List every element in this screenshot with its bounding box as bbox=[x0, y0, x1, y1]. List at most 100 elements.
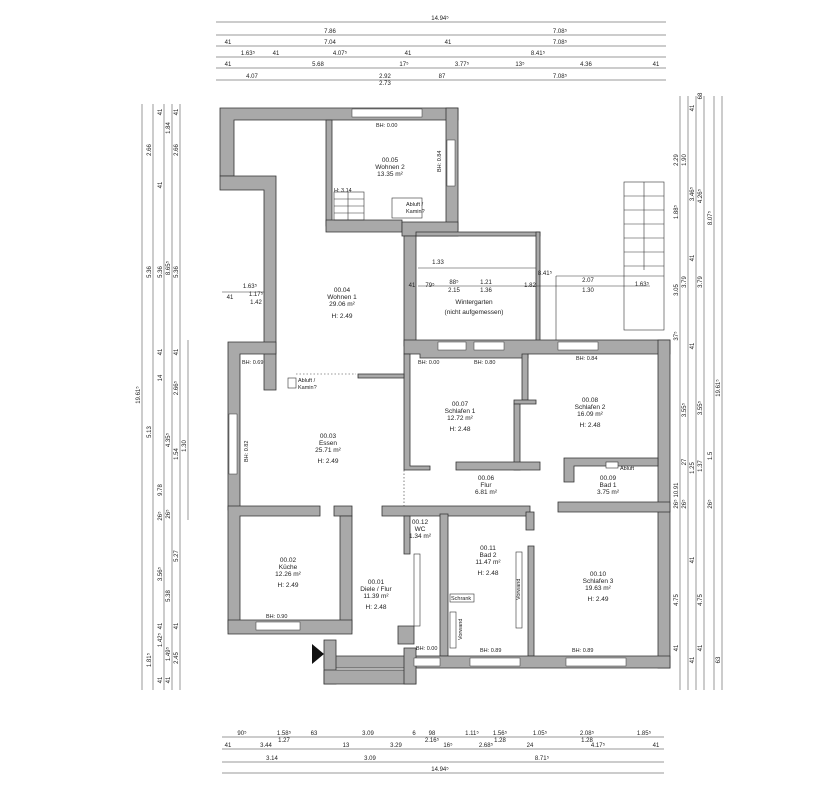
dimension-label: 1.11⁵ bbox=[465, 730, 479, 737]
room-label-01: 00.01 Diele / Flur 11.39 m² H: 2.48 bbox=[360, 579, 392, 611]
svg-text:BH: 0.00: BH: 0.00 bbox=[418, 360, 439, 366]
dimension-label: 1.30 bbox=[182, 440, 188, 452]
dimension-label: 2.73 bbox=[379, 81, 391, 87]
svg-text:Küche: Küche bbox=[279, 564, 298, 571]
dimension-label: 3.79 bbox=[698, 276, 704, 288]
right-dimension-lines bbox=[679, 96, 723, 690]
dimension-label: 2.16⁵ bbox=[425, 737, 440, 744]
dimension-label: 8.07⁵ bbox=[707, 210, 714, 225]
dimension-label: 5.68 bbox=[312, 62, 324, 68]
svg-text:H: 3.14: H: 3.14 bbox=[334, 188, 352, 194]
left-dimension-lines bbox=[141, 104, 189, 690]
dimension-label: 3.14 bbox=[266, 756, 278, 762]
dimension-label: 2.45 bbox=[174, 652, 180, 664]
dimension-label: 4.26⁵ bbox=[697, 188, 704, 203]
dimension-label: 1.81⁵ bbox=[146, 652, 153, 667]
top-dimension-lines bbox=[216, 21, 666, 81]
svg-text:00.10: 00.10 bbox=[590, 571, 607, 578]
fixtures bbox=[413, 551, 523, 649]
dimension-label: 8.65⁵ bbox=[165, 260, 172, 275]
svg-text:H: 2.49: H: 2.49 bbox=[588, 596, 609, 603]
svg-text:1.17⁵: 1.17⁵ bbox=[249, 291, 264, 298]
dimension-label: 3.09 bbox=[364, 756, 376, 762]
svg-text:H: 2.48: H: 2.48 bbox=[450, 426, 471, 433]
svg-text:Schrank: Schrank bbox=[451, 596, 471, 602]
svg-text:Schlafen 2: Schlafen 2 bbox=[575, 404, 606, 411]
dimension-label: 4.07⁵ bbox=[333, 50, 348, 57]
dimension-label: 10.91 bbox=[674, 482, 680, 498]
room-label-10: 00.10 Schlafen 3 19.63 m² H: 2.49 bbox=[583, 571, 614, 603]
dimension-label: 98 bbox=[429, 731, 436, 737]
svg-text:00.11: 00.11 bbox=[480, 545, 496, 552]
dimension-label: 2.66 bbox=[147, 144, 153, 156]
dimension-label: 1.37 bbox=[698, 460, 704, 472]
dimension-label: 26⁵ bbox=[165, 509, 172, 519]
dimension-label: 1.42⁵ bbox=[157, 632, 164, 647]
chimney-shafts bbox=[287, 197, 619, 469]
svg-text:1.82: 1.82 bbox=[524, 283, 536, 289]
bottom-dimension-lines bbox=[222, 736, 664, 774]
dimension-label: 41 bbox=[225, 40, 232, 46]
dimension-label: 2.08⁵ bbox=[580, 730, 595, 737]
dimension-label: 24 bbox=[527, 743, 534, 749]
dimension-label: 41 bbox=[158, 108, 164, 115]
room-label-05: 00.05 Wohnen 2 13.35 m² bbox=[375, 157, 405, 178]
svg-text:1.30: 1.30 bbox=[582, 288, 594, 294]
svg-text:00.07: 00.07 bbox=[452, 401, 469, 408]
svg-text:1.63⁵: 1.63⁵ bbox=[243, 283, 258, 290]
svg-text:2.07: 2.07 bbox=[582, 278, 594, 284]
svg-text:H: 2.48: H: 2.48 bbox=[478, 570, 499, 577]
svg-text:Abluft /: Abluft / bbox=[298, 378, 316, 384]
dimension-label: 41 bbox=[166, 676, 172, 683]
dimension-label: 41 bbox=[690, 342, 696, 349]
dimension-label: 37⁵ bbox=[673, 331, 680, 341]
dimension-label: 27 bbox=[682, 458, 688, 465]
dimension-label: 26⁵ bbox=[707, 499, 714, 509]
svg-text:H: 2.49: H: 2.49 bbox=[318, 458, 339, 465]
svg-text:41: 41 bbox=[227, 295, 234, 301]
svg-text:Essen: Essen bbox=[319, 440, 337, 447]
svg-text:H: 2.49: H: 2.49 bbox=[332, 313, 353, 320]
dimension-label: 63 bbox=[311, 731, 318, 737]
dimension-label: 3.46⁵ bbox=[689, 186, 696, 201]
dimension-label: 3.77⁵ bbox=[455, 61, 470, 68]
svg-text:Bad 2: Bad 2 bbox=[480, 552, 497, 559]
dimension-label: 2.66 bbox=[174, 144, 180, 156]
dimension-label: 7.08⁵ bbox=[553, 73, 568, 80]
dimension-label: 1.25 bbox=[690, 462, 696, 474]
dimension-label: 26⁵ bbox=[681, 499, 688, 509]
dimension-label: 5.36 bbox=[174, 266, 180, 278]
svg-text:8.41⁵: 8.41⁵ bbox=[538, 270, 553, 277]
svg-text:Abluft /: Abluft / bbox=[406, 202, 424, 208]
svg-text:12.26 m²: 12.26 m² bbox=[275, 571, 301, 578]
svg-text:88⁵: 88⁵ bbox=[449, 279, 459, 286]
svg-text:Wohnen 2: Wohnen 2 bbox=[375, 164, 405, 171]
right-dimension-labels: 2.291.88⁵3.0537⁵10.9126⁵4.75411.903.793.… bbox=[673, 92, 722, 663]
dimension-label: 41 bbox=[690, 254, 696, 261]
svg-text:H: 2.49: H: 2.49 bbox=[278, 582, 299, 589]
dimension-label: 41 bbox=[273, 51, 280, 57]
inner-dimensions: 1.33 8.41⁵ 41 79⁵ 88⁵ 1.21 2.15 1.36 1.8… bbox=[222, 260, 650, 306]
dimension-label: 1.28 bbox=[494, 738, 506, 744]
dimension-label: 5.27 bbox=[174, 550, 180, 562]
svg-text:Schlafen 1: Schlafen 1 bbox=[445, 408, 476, 415]
svg-text:1.36: 1.36 bbox=[480, 288, 492, 294]
dimension-label: 1.49⁵ bbox=[165, 646, 172, 661]
dimension-label: 6 bbox=[412, 731, 416, 737]
dimension-label: 9.78 bbox=[158, 484, 164, 496]
svg-text:BH: 0.89: BH: 0.89 bbox=[572, 648, 593, 654]
dimension-label: 41 bbox=[174, 348, 180, 355]
room-label-04: 00.04 Wohnen 1 29.06 m² H: 2.49 bbox=[327, 287, 357, 320]
dimension-label: 41 bbox=[674, 644, 680, 651]
dimension-label: 14 bbox=[158, 374, 164, 381]
svg-text:13.35 m²: 13.35 m² bbox=[377, 171, 403, 178]
svg-text:00.08: 00.08 bbox=[582, 397, 599, 404]
dimension-label: 3.55⁵ bbox=[697, 400, 704, 415]
dimension-label: 4.35⁵ bbox=[165, 432, 172, 447]
svg-text:00.06: 00.06 bbox=[478, 475, 495, 482]
dimension-label: 3.79 bbox=[682, 276, 688, 288]
svg-text:Kamin?: Kamin? bbox=[298, 385, 317, 391]
svg-text:Wintergarten: Wintergarten bbox=[455, 299, 493, 306]
dimension-label: 2.92 bbox=[379, 74, 391, 80]
dimension-label: 41 bbox=[174, 622, 180, 629]
